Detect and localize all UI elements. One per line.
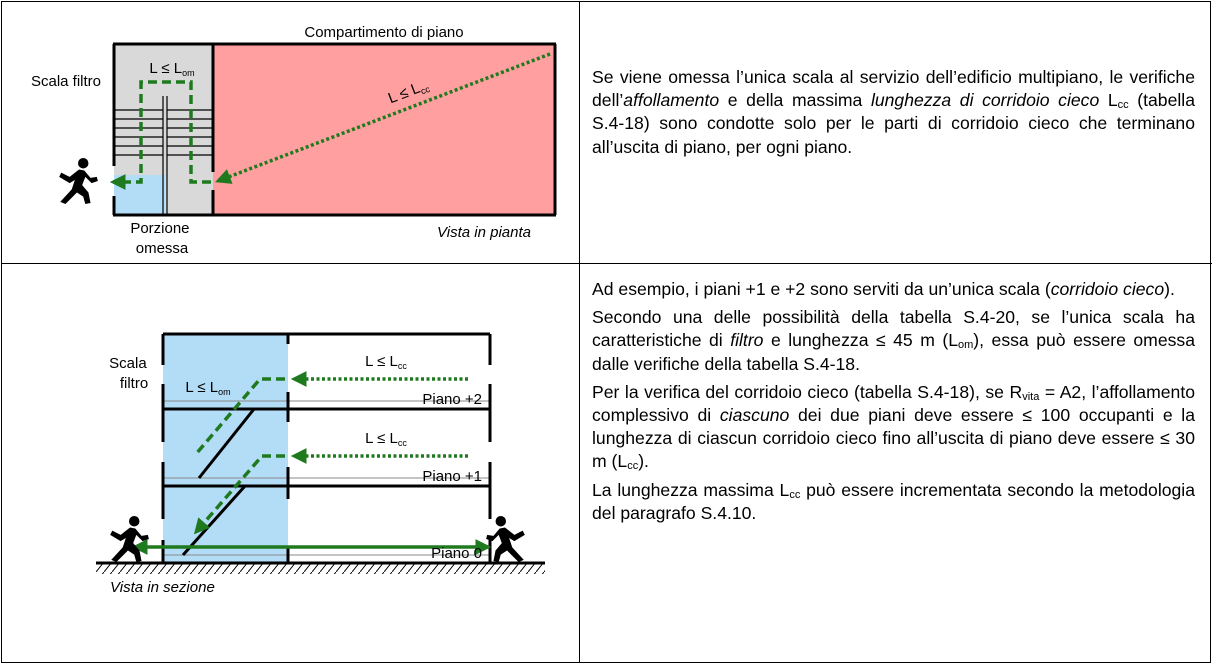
floor-slabs bbox=[163, 332, 490, 488]
plan-view-diagram: Compartimento di piano Scala filtro L ≤ … bbox=[31, 24, 557, 257]
example-paragraph: Ad esempio, i piani +1 e +2 sono serviti… bbox=[592, 279, 1175, 299]
section-stair-distance-label: L ≤ Lom bbox=[185, 379, 230, 397]
plan-explanation-text: Se viene omessa l’unica scala al servizi… bbox=[592, 66, 1195, 164]
floor-0-label: Piano 0 bbox=[431, 545, 482, 562]
plan-paragraph: Se viene omessa l’unica scala al servizi… bbox=[592, 67, 1195, 157]
compartment-title: Compartimento di piano bbox=[304, 24, 463, 41]
corridor-path-arrow bbox=[215, 52, 551, 184]
plan-walls bbox=[112, 42, 557, 217]
stair-descent-arrow-2 bbox=[193, 454, 285, 535]
section-explanation-text: Ad esempio, i piani +1 e +2 sono serviti… bbox=[592, 278, 1195, 530]
running-person-icon bbox=[110, 516, 149, 562]
floor-1-label: Piano +1 bbox=[422, 468, 482, 485]
floor2-corridor-label: L ≤ Lcc bbox=[365, 353, 407, 371]
section-escape-paths bbox=[131, 371, 492, 555]
stair-path-arrow bbox=[109, 80, 211, 190]
floor-2-label: Piano +2 bbox=[422, 391, 482, 408]
escape-paths bbox=[109, 52, 551, 190]
section-walls bbox=[161, 334, 492, 563]
verification-paragraph: Per la verifica del corridoio cieco (tab… bbox=[592, 381, 1195, 473]
stair-flights bbox=[181, 408, 256, 557]
increment-paragraph: La lunghezza massima Lcc può essere incr… bbox=[592, 479, 1195, 523]
stair-distance-label: L ≤ Lom bbox=[149, 60, 194, 78]
stair-descent-arrow bbox=[194, 377, 285, 456]
floor1-corridor-label: L ≤ Lcc bbox=[365, 430, 407, 448]
row-divider bbox=[2, 263, 1212, 264]
filter-stair-shaft bbox=[163, 334, 288, 563]
omitted-portion-label: Porzione omessa bbox=[130, 220, 193, 257]
column-divider bbox=[579, 2, 580, 662]
omission-paragraph: Secondo una delle possibilità della tabe… bbox=[592, 307, 1195, 374]
running-person-icon bbox=[486, 516, 525, 562]
section-view-label: Vista in sezione bbox=[110, 579, 215, 596]
running-person-icon bbox=[59, 158, 98, 204]
plan-view-label: Vista in pianta bbox=[437, 224, 531, 241]
thin-slab-lines bbox=[163, 400, 490, 556]
section-stair-label: Scala filtro bbox=[109, 355, 151, 392]
section-view-diagram: Scala filtro L ≤ Lom L ≤ Lcc L ≤ Lcc Pia… bbox=[96, 332, 545, 596]
compartment-area bbox=[213, 44, 555, 215]
stair-label: Scala filtro bbox=[31, 73, 101, 90]
ground-hatch bbox=[96, 564, 545, 574]
